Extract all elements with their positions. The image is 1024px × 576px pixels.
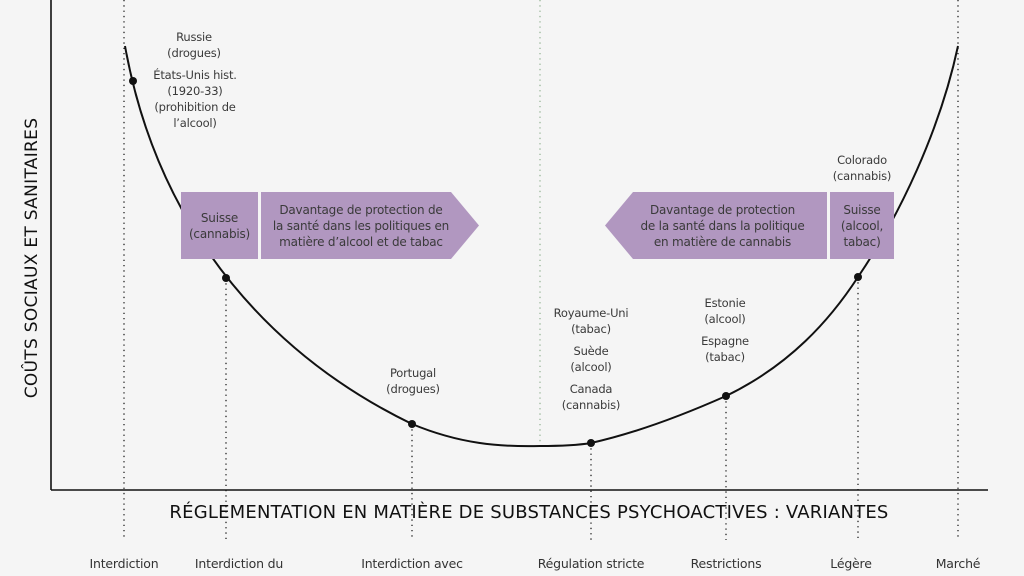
- arrow-left-text: Davantage de protection de la santé dans…: [640, 202, 805, 249]
- data-points: [129, 77, 862, 447]
- point-portugal: [408, 420, 416, 428]
- annotation-portugal: Portugal (drogues): [386, 366, 440, 396]
- annotation-suede: Suède (alcool): [570, 344, 612, 374]
- box-suisse-cannabis: [181, 192, 258, 259]
- guide-lines: [123, 0, 959, 540]
- annotation-uk: Royaume-Uni (tabac): [553, 306, 629, 336]
- x-axis-label: RÉGLEMENTATION EN MATIÈRE DE SUBSTANCES …: [169, 502, 889, 523]
- point-suisse-alcool: [854, 273, 862, 281]
- tick-regulation-stricte: Régulation stricte: [537, 556, 645, 571]
- arrow-right-text: Davantage de protection de la santé dans…: [272, 202, 450, 249]
- arrow-left-cannabis: [605, 192, 827, 259]
- annotation-russie: Russie (drogues): [167, 30, 221, 60]
- box-suisse-cannabis-text: Suisse (cannabis): [188, 210, 251, 241]
- point-suisse-cannabis: [222, 274, 230, 282]
- annotation-espagne: Espagne (tabac): [701, 334, 749, 364]
- annotation-estonie: Estonie (alcool): [704, 296, 746, 326]
- box-suisse-alcool-tabac: [830, 192, 894, 259]
- annotation-canada: Canada (cannabis): [561, 382, 621, 412]
- point-estonie: [722, 392, 730, 400]
- tick-interdiction-du: Interdiction du: [194, 556, 284, 571]
- y-axis-label: COÛTS SOCIAUX ET SANITAIRES: [22, 117, 42, 399]
- tick-legere: Légère: [830, 556, 872, 571]
- annotation-colorado: Colorado (cannabis): [832, 153, 892, 183]
- tick-interdiction: Interdiction: [89, 556, 159, 571]
- tick-marche: Marché: [935, 556, 981, 571]
- arrow-right-alcohol-tobacco: [261, 192, 479, 259]
- point-canada: [587, 439, 595, 447]
- point-usa: [129, 77, 137, 85]
- box-suisse-alcool-tabac-text: Suisse (alcool, tabac): [840, 202, 884, 249]
- tick-interdiction-avec: Interdiction avec: [361, 556, 463, 571]
- tick-restrictions: Restrictions: [690, 556, 762, 571]
- annotation-usa: États-Unis hist. (1920-33) (prohibition …: [153, 68, 237, 130]
